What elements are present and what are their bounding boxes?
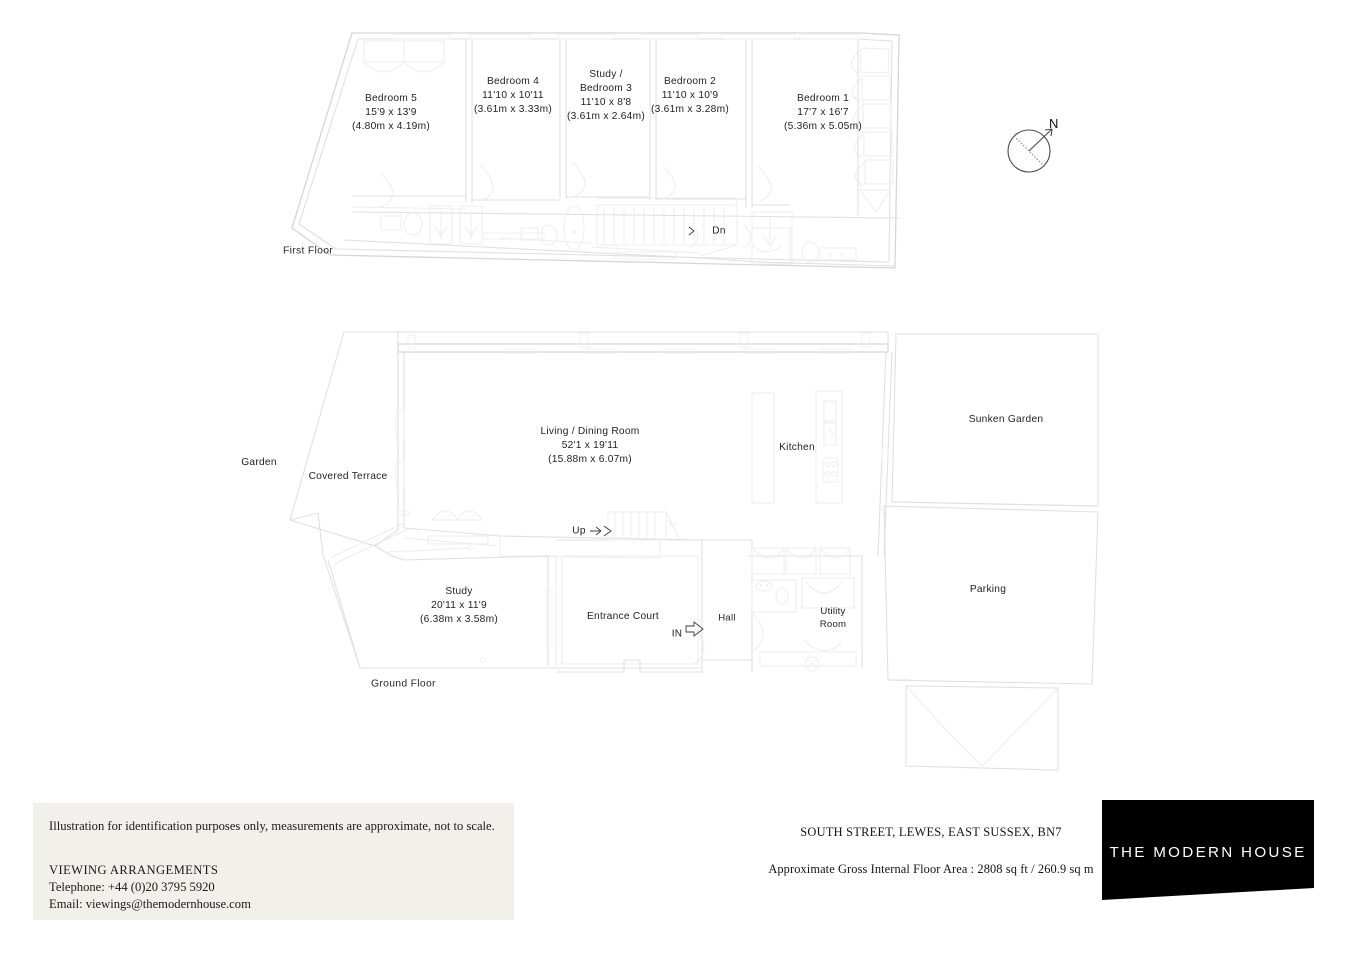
room-label-hall: Hall bbox=[718, 612, 736, 625]
room-name: Garden bbox=[241, 457, 277, 468]
room-metric: (5.36m x 5.05m) bbox=[784, 121, 862, 132]
room-imperial: 52'1 x 19'11 bbox=[561, 440, 619, 451]
room-imperial: 11'10 x 8'8 bbox=[580, 97, 632, 108]
room-imperial: 11'10 x 10'9 bbox=[661, 90, 719, 101]
room-label-living-dining-room: Living / Dining Room 52'1 x 19'11 (15.88… bbox=[541, 425, 640, 467]
room-name: Bedroom 4 bbox=[486, 76, 540, 87]
compass-icon: N bbox=[1000, 116, 1072, 178]
room-name: Utility bbox=[820, 606, 846, 617]
room-imperial: 17'7 x 16'7 bbox=[797, 107, 849, 118]
room-label-bedroom-4: Bedroom 4 11'10 x 10'11 (3.61m x 3.33m) bbox=[474, 75, 552, 117]
property-address: SOUTH STREET, LEWES, EAST SUSSEX, BN7 bbox=[800, 825, 1062, 839]
room-name: Hall bbox=[718, 612, 736, 624]
email-text: Email: viewings@themodernhouse.com bbox=[49, 897, 251, 911]
room-label-study-bedroom-3: Study / Bedroom 3 11'10 x 8'8 (3.61m x 2… bbox=[567, 68, 645, 124]
room-metric: (6.38m x 3.58m) bbox=[420, 614, 498, 625]
room-name: Study bbox=[445, 586, 473, 597]
first-floor-caption: First Floor bbox=[283, 245, 334, 257]
room-name: Kitchen bbox=[779, 442, 815, 453]
brand-logo: THE MODERN HOUSE bbox=[1102, 800, 1314, 900]
stair-direction-up-label: Up bbox=[572, 525, 586, 537]
room-imperial: 15'9 x 13'9 bbox=[365, 107, 417, 118]
room-imperial: 11'10 x 10'11 bbox=[482, 90, 544, 101]
viewing-arrangements-heading: VIEWING ARRANGEMENTS bbox=[49, 863, 219, 877]
room-label-bedroom-1: Bedroom 1 17'7 x 16'7 (5.36m x 5.05m) bbox=[784, 92, 862, 134]
room-label-covered-terrace: Covered Terrace bbox=[309, 470, 388, 484]
room-label-kitchen: Kitchen bbox=[779, 441, 815, 455]
ground-floor-linework bbox=[289, 331, 1099, 771]
room-label-parking: Parking bbox=[970, 583, 1006, 597]
room-metric: (15.88m x 6.07m) bbox=[548, 454, 632, 465]
room-metric: (3.61m x 3.28m) bbox=[651, 104, 729, 115]
disclaimer-text: Illustration for identification purposes… bbox=[49, 819, 495, 833]
room-label-entrance-court: Entrance Court bbox=[587, 610, 659, 624]
ground-floor-caption: Ground Floor bbox=[371, 678, 436, 690]
brand-logo-shape bbox=[1102, 800, 1314, 900]
gross-internal-area: Approximate Gross Internal Floor Area : … bbox=[768, 862, 1094, 876]
telephone-text: Telephone: +44 (0)20 3795 5920 bbox=[49, 880, 215, 894]
room-label-bedroom-5: Bedroom 5 15'9 x 13'9 (4.80m x 4.19m) bbox=[352, 92, 430, 134]
stair-direction-down-label: Dn bbox=[712, 225, 726, 237]
room-name: Living / Dining Room bbox=[540, 426, 640, 437]
room-name: Study / bbox=[589, 69, 623, 80]
room-name: Bedroom 5 bbox=[364, 93, 418, 104]
room-name: Sunken Garden bbox=[968, 414, 1044, 425]
brand-logo-text: THE MODERN HOUSE bbox=[1109, 844, 1307, 861]
room-imperial: 20'11 x 11'9 bbox=[431, 600, 487, 611]
room-name: Entrance Court bbox=[586, 611, 660, 622]
room-metric: (4.80m x 4.19m) bbox=[352, 121, 430, 132]
viewing-arrangements-panel: Illustration for identification purposes… bbox=[33, 803, 514, 920]
room-label-garden: Garden bbox=[241, 456, 276, 470]
room-name: Covered Terrace bbox=[308, 471, 388, 482]
room-label-bedroom-2: Bedroom 2 11'10 x 10'9 (3.61m x 3.28m) bbox=[651, 75, 729, 117]
room-label-study: Study 20'11 x 11'9 (6.38m x 3.58m) bbox=[420, 585, 498, 627]
property-address-block: SOUTH STREET, LEWES, EAST SUSSEX, BN7 Ap… bbox=[766, 825, 1096, 877]
room-label-sunken-garden: Sunken Garden bbox=[969, 413, 1044, 427]
entrance-in-label: IN bbox=[671, 628, 683, 640]
compass-north-label: N bbox=[1049, 116, 1059, 131]
room-name: Parking bbox=[969, 584, 1007, 595]
room-metric: (3.61m x 2.64m) bbox=[567, 111, 645, 122]
room-name: Bedroom 1 bbox=[796, 93, 850, 104]
room-name: Bedroom 2 bbox=[663, 76, 717, 87]
room-metric: (3.61m x 3.33m) bbox=[474, 104, 552, 115]
room-name-line2: Bedroom 3 bbox=[579, 83, 633, 94]
room-label-utility-room: Utility Room bbox=[820, 605, 847, 631]
room-name-line2: Room bbox=[819, 619, 847, 630]
